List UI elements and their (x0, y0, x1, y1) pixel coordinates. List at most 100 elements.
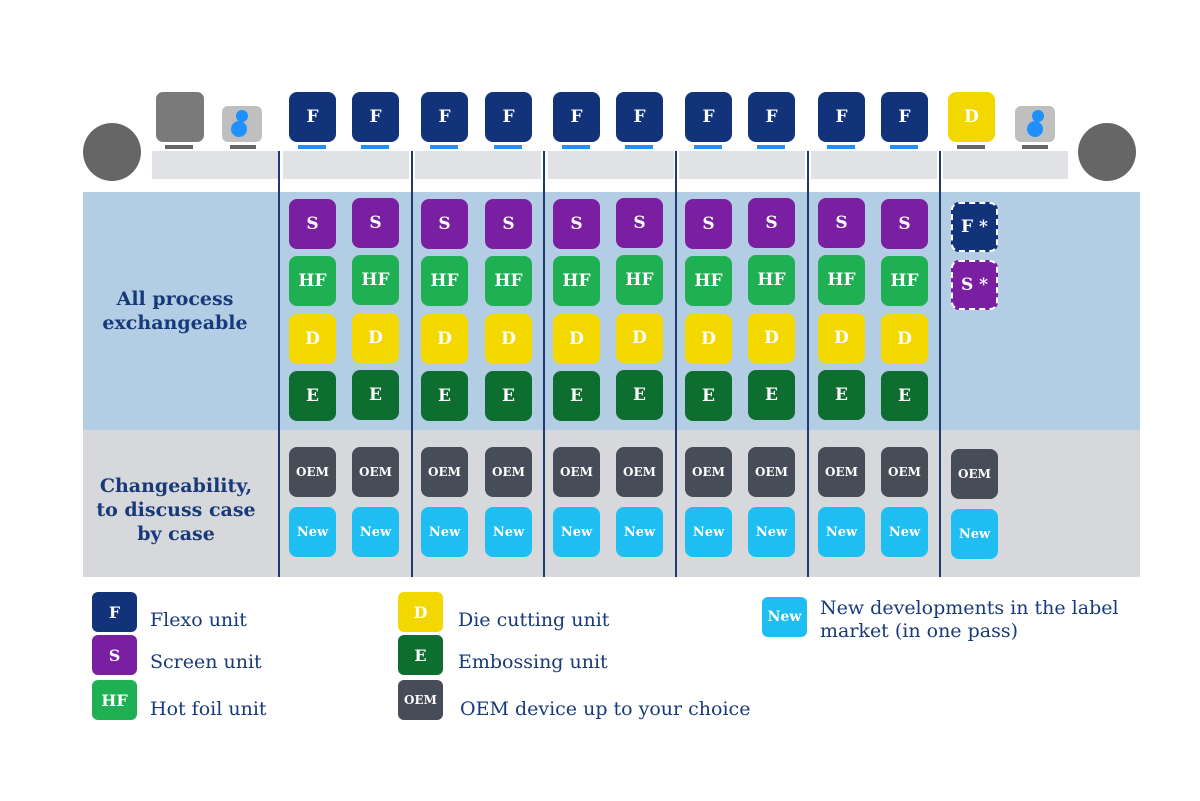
outfeed-web-guide-unit (1015, 106, 1055, 142)
outfeed-belt (1022, 145, 1048, 149)
unit-belt (957, 145, 985, 149)
legend-embossing-tile: E (398, 635, 443, 675)
oem-unit-tile: OEM (818, 447, 865, 497)
unit-belt (694, 145, 722, 149)
flexo-top-unit: F (818, 92, 865, 142)
unwind-roller (83, 123, 141, 181)
die-cutting-unit-tile: D (818, 313, 865, 363)
conveyor-segment (679, 151, 805, 179)
die-cutting-unit-tile: D (881, 314, 928, 364)
flexo-top-unit: F (553, 92, 600, 142)
legend-hot-foil-label: Hot foil unit (150, 698, 267, 720)
oem-unit-tile: OEM (685, 447, 732, 497)
screen-unit-tile: S (289, 199, 336, 249)
hot-foil-unit-tile: HF (616, 255, 663, 305)
oem-unit-tile: OEM (289, 447, 336, 497)
embossing-unit-tile: E (553, 371, 600, 421)
new-unit-tile: New (881, 507, 928, 557)
unit-belt (827, 145, 855, 149)
conveyor-segment (152, 151, 278, 179)
unit-belt (625, 145, 653, 149)
flexo-top-unit: F (881, 92, 928, 142)
module-separator (807, 151, 809, 577)
die-cutting-unit-tile: D (616, 313, 663, 363)
new-unit-tile: New (616, 507, 663, 557)
legend-die-cutting-label: Die cutting unit (458, 609, 610, 631)
screen-unit-tile: S (685, 199, 732, 249)
embossing-unit-tile: E (485, 371, 532, 421)
new-unit-tile: New (352, 507, 399, 557)
flexo-top-unit: F (485, 92, 532, 142)
unit-belt (361, 145, 389, 149)
oem-unit-tile: OEM (352, 447, 399, 497)
flexo-top-unit: F (352, 92, 399, 142)
die-cutting-top-unit: D (948, 92, 995, 142)
module-separator (543, 151, 545, 577)
new-unit-tile: New (951, 509, 998, 559)
screen-unit-tile: S (881, 199, 928, 249)
screen-unit-tile: S (616, 198, 663, 248)
infeed-belt (165, 145, 193, 149)
new-unit-tile: New (421, 507, 468, 557)
unit-belt (430, 145, 458, 149)
legend-flexo-label: Flexo unit (150, 609, 247, 631)
legend-screen-label: Screen unit (150, 651, 262, 673)
legend-flexo-tile: F (92, 592, 137, 632)
unit-belt (890, 145, 918, 149)
die-cutting-unit-tile: D (553, 314, 600, 364)
die-cutting-unit-tile: D (289, 314, 336, 364)
flexo-top-unit: F (289, 92, 336, 142)
die-cutting-unit-tile: D (485, 314, 532, 364)
flexo-top-unit: F (421, 92, 468, 142)
oem-unit-tile: OEM (421, 447, 468, 497)
module-separator (939, 151, 941, 577)
die-cutting-unit-tile: D (421, 314, 468, 364)
conveyor-segment (415, 151, 541, 179)
legend-new-tile: New (762, 597, 807, 637)
embossing-unit-tile: E (748, 370, 795, 420)
module-separator (411, 151, 413, 577)
die-cutting-unit-tile: D (685, 314, 732, 364)
hot-foil-unit-tile: HF (289, 256, 336, 306)
new-unit-tile: New (485, 507, 532, 557)
new-unit-tile: New (685, 507, 732, 557)
embossing-unit-tile: E (818, 370, 865, 420)
unit-belt (494, 145, 522, 149)
die-cutting-unit-tile: D (748, 313, 795, 363)
conveyor-segment (283, 151, 409, 179)
embossing-unit-tile: E (616, 370, 663, 420)
flexo-top-unit: F (748, 92, 795, 142)
hot-foil-unit-tile: HF (421, 256, 468, 306)
embossing-unit-tile: E (289, 371, 336, 421)
legend-embossing-label: Embossing unit (458, 651, 608, 673)
embossing-unit-tile: E (881, 371, 928, 421)
new-unit-tile: New (289, 507, 336, 557)
row-label-exchangeable: All process exchangeable (102, 288, 248, 334)
oem-unit-tile: OEM (553, 447, 600, 497)
die-cutting-unit-tile: D (352, 313, 399, 363)
screen-unit-tile: S (421, 199, 468, 249)
infeed-unit (156, 92, 204, 142)
outfeed-web-guide-icon (1027, 110, 1044, 137)
screen-optional-unit: S * (951, 260, 998, 310)
web-guide-unit (222, 106, 262, 142)
screen-unit-tile: S (485, 199, 532, 249)
new-unit-tile: New (553, 507, 600, 557)
oem-unit-tile: OEM (616, 447, 663, 497)
hot-foil-unit-tile: HF (352, 255, 399, 305)
web-guide-icon (231, 110, 248, 137)
embossing-unit-tile: E (421, 371, 468, 421)
screen-unit-tile: S (352, 198, 399, 248)
hot-foil-unit-tile: HF (881, 256, 928, 306)
legend-oem-tile: OEM (398, 680, 443, 720)
conveyor-segment (548, 151, 674, 179)
unit-belt (562, 145, 590, 149)
hot-foil-unit-tile: HF (553, 256, 600, 306)
legend-hot-foil-tile: HF (92, 680, 137, 720)
embossing-unit-tile: E (685, 371, 732, 421)
hot-foil-unit-tile: HF (818, 255, 865, 305)
conveyor-segment (811, 151, 937, 179)
unit-belt (298, 145, 326, 149)
module-separator (675, 151, 677, 577)
flexo-top-unit: F (616, 92, 663, 142)
